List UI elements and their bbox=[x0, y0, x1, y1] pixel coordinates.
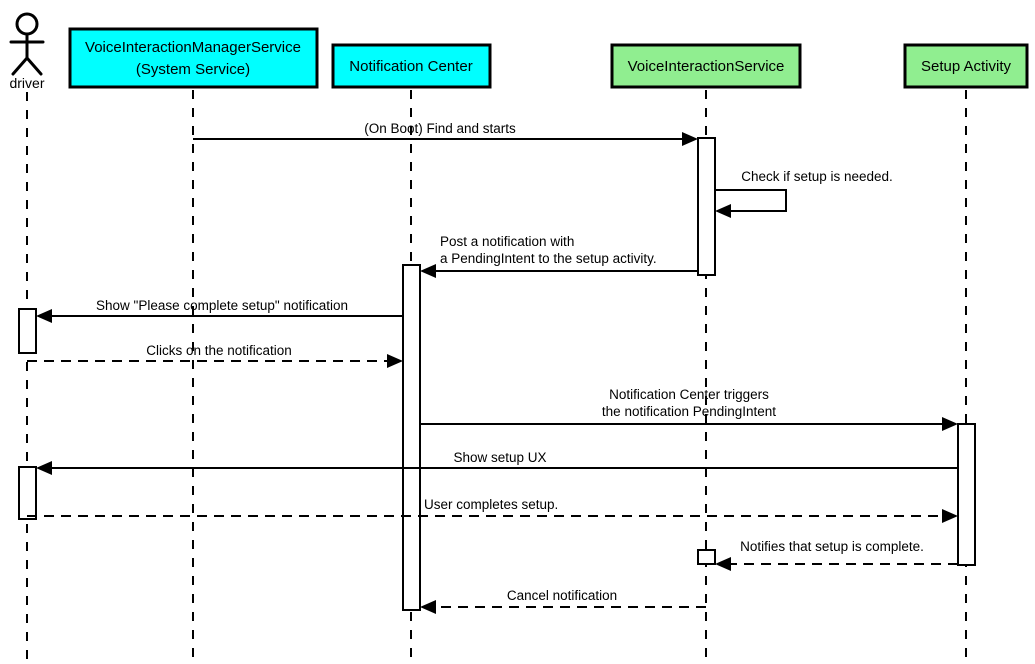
participant-label-vims-line2: (System Service) bbox=[136, 61, 250, 78]
message-post-a-notification[interactable]: Post a notification with a PendingIntent… bbox=[420, 234, 698, 278]
message-show-please-complete-setup-notification[interactable]: Show "Please complete setup" notificatio… bbox=[36, 298, 403, 323]
participant-box-vims[interactable] bbox=[68, 27, 319, 89]
participant-label-notification-center: Notification Center bbox=[349, 58, 472, 75]
actor-leg-left-icon bbox=[11, 56, 29, 76]
message-arrowhead-m10 bbox=[420, 600, 436, 614]
message-arrowhead-m5 bbox=[387, 354, 403, 368]
message-label-m6-line1: Notification Center triggers bbox=[609, 387, 769, 402]
participant-label-setup-activity: Setup Activity bbox=[921, 58, 1012, 75]
participant-setup-activity[interactable]: Setup Activity bbox=[903, 43, 1029, 89]
message-cancel-notification[interactable]: Cancel notification bbox=[420, 588, 706, 614]
participant-label-voiceinteractionservice: VoiceInteractionService bbox=[628, 58, 785, 75]
message-notifies-that-setup-is-complete[interactable]: Notifies that setup is complete. bbox=[715, 539, 958, 571]
message-label-m4: Show "Please complete setup" notificatio… bbox=[96, 298, 348, 313]
actor-head-icon bbox=[15, 12, 39, 36]
message-label-m2: Check if setup is needed. bbox=[741, 169, 893, 184]
actor-leg-right-icon bbox=[25, 56, 43, 76]
activation-setup-activity-1 bbox=[957, 423, 976, 566]
message-label-m8: User completes setup. bbox=[424, 497, 558, 512]
participant-box-setup-activity[interactable] bbox=[903, 43, 1029, 89]
message-user-completes-setup[interactable]: User completes setup. bbox=[27, 497, 958, 523]
participant-box-voiceinteractionservice[interactable] bbox=[610, 43, 802, 89]
participant-voiceinteractionservice[interactable]: VoiceInteractionService bbox=[610, 43, 802, 89]
message-label-m1: (On Boot) Find and starts bbox=[364, 121, 516, 136]
message-arrowhead-m3 bbox=[420, 264, 436, 278]
activation-driver-1 bbox=[18, 308, 37, 354]
message-check-if-setup-is-needed[interactable]: Check if setup is needed. bbox=[715, 169, 893, 218]
message-label-m6-line2: the notification PendingIntent bbox=[602, 404, 776, 419]
activation-voiceinteractionservice-1 bbox=[697, 137, 716, 276]
activation-bars bbox=[18, 137, 976, 611]
message-arrowhead-m9 bbox=[715, 557, 731, 571]
message-label-m10: Cancel notification bbox=[507, 588, 617, 603]
participant-label-vims-line1: VoiceInteractionManagerService bbox=[85, 39, 301, 56]
message-arrowhead-m8 bbox=[942, 509, 958, 523]
message-arrowhead-m2 bbox=[715, 204, 731, 218]
message-notification-center-triggers-pendingintent[interactable]: Notification Center triggers the notific… bbox=[420, 387, 958, 431]
message-label-m7: Show setup UX bbox=[453, 450, 546, 465]
message-label-m9: Notifies that setup is complete. bbox=[740, 539, 924, 554]
message-label-m3-line1: Post a notification with bbox=[440, 234, 574, 249]
message-arrowhead-m1 bbox=[682, 132, 698, 146]
activation-driver-2 bbox=[18, 466, 37, 520]
message-on-boot-find-and-starts[interactable]: (On Boot) Find and starts bbox=[193, 121, 698, 146]
message-clicks-on-the-notification[interactable]: Clicks on the notification bbox=[27, 343, 403, 368]
actor-driver: driver bbox=[9, 12, 45, 91]
message-arrowhead-m6 bbox=[942, 417, 958, 431]
participant-notification-center[interactable]: Notification Center bbox=[331, 43, 492, 89]
activation-voiceinteractionservice-2 bbox=[697, 549, 716, 565]
message-arrowhead-m4 bbox=[36, 309, 52, 323]
message-label-m3-line2: a PendingIntent to the setup activity. bbox=[440, 251, 657, 266]
activation-notification-center-1 bbox=[402, 264, 421, 611]
message-show-setup-ux[interactable]: Show setup UX bbox=[36, 450, 958, 475]
participant-box-notification-center[interactable] bbox=[331, 43, 492, 89]
message-label-m5: Clicks on the notification bbox=[146, 343, 292, 358]
participant-vims[interactable]: VoiceInteractionManagerService (System S… bbox=[68, 27, 319, 89]
message-self-path-m2[interactable] bbox=[715, 189, 787, 212]
actor-label-driver: driver bbox=[9, 75, 44, 91]
message-arrowhead-m7 bbox=[36, 461, 52, 475]
